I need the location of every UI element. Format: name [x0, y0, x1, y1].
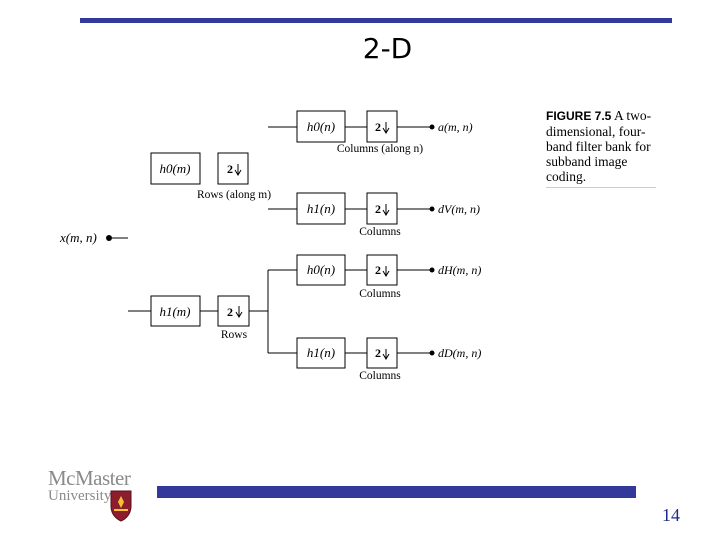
- column-note-2: Columns: [359, 288, 401, 300]
- column-filter-label-1: h1(n): [307, 201, 335, 216]
- column-filter-block-2: [296, 254, 346, 286]
- down-arrow-icon: [234, 164, 242, 176]
- column-downsampler-2: [366, 254, 398, 286]
- output-label-3: dD(m, n): [438, 346, 481, 360]
- logo-name-top: McMaster: [48, 466, 131, 490]
- row-note-0: Rows (along m): [197, 189, 271, 201]
- row-downsampler-0: [217, 152, 249, 185]
- column-downsample-factor-0: 2: [375, 120, 381, 134]
- column-filter-label-2: h0(n): [307, 262, 335, 277]
- output-label-2: dH(m, n): [438, 263, 481, 277]
- column-downsampler-1: [366, 192, 398, 225]
- column-downsampler-3: [366, 337, 398, 369]
- figure-caption-text: A two-dimensional, four-band filter bank…: [546, 108, 652, 184]
- row-downsample-factor-0: 2: [227, 162, 233, 176]
- row-downsampler-1: [217, 295, 250, 327]
- top-accent-bar: [80, 18, 672, 23]
- down-arrow-icon: [382, 122, 390, 134]
- page-number: 14: [662, 505, 680, 525]
- column-note-0-text: Columns (along n): [337, 143, 423, 155]
- row-note-1: Rows: [221, 329, 248, 341]
- row-filter-h0-label: h0(m): [159, 161, 190, 176]
- column-note-3: Columns: [359, 370, 401, 382]
- figure-caption: FIGURE 7.5 A two-dimensional, four-band …: [546, 108, 656, 188]
- column-filter-label-0: h0(n): [307, 119, 335, 134]
- column-filter-block-1: [296, 192, 346, 225]
- down-arrow-icon: [382, 349, 390, 360]
- column-note-0: Columns (along n): [337, 143, 423, 155]
- diagram-wires: [106, 124, 435, 356]
- column-filter-block-3: [296, 337, 346, 369]
- row-filter-h0-block: [150, 152, 201, 185]
- row-filter-h1-block: [150, 295, 201, 327]
- logo-name-bottom: University: [48, 488, 112, 504]
- output-label-1: dV(m, n): [438, 202, 480, 216]
- figure-label: FIGURE 7.5: [546, 109, 612, 123]
- column-downsample-factor-2: 2: [375, 263, 381, 277]
- university-logo: McMaster University: [48, 466, 138, 524]
- column-filter-block-0: [296, 110, 346, 143]
- university-crest-icon: [110, 490, 132, 522]
- output-label-0: a(m, n): [438, 120, 473, 134]
- bottom-accent-bar: [157, 486, 636, 498]
- column-filter-label-3: h1(n): [307, 345, 335, 360]
- input-label: x(m, n): [59, 230, 97, 245]
- down-arrow-icon: [235, 306, 243, 318]
- down-arrow-icon: [382, 204, 390, 216]
- column-note-1: Columns: [359, 226, 401, 238]
- row-downsample-factor-1: 2: [227, 305, 233, 319]
- row-filter-h1-label: h1(m): [159, 304, 190, 319]
- slide-title: 2-D: [362, 32, 413, 65]
- down-arrow-icon: [382, 266, 390, 277]
- column-downsampler-0: [366, 110, 398, 143]
- column-downsample-factor-3: 2: [375, 346, 381, 360]
- column-downsample-factor-1: 2: [375, 202, 381, 216]
